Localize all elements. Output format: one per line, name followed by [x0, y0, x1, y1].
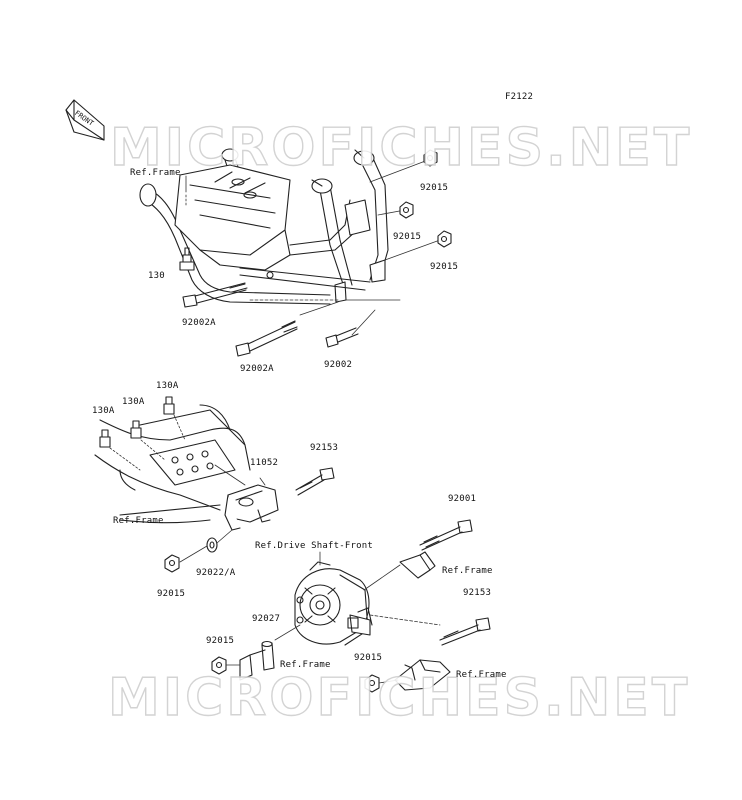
label-92001: 92001 — [448, 494, 477, 504]
upper-leader-lines — [185, 159, 441, 336]
bolt-130A-b — [130, 420, 142, 439]
nut-92015-upper-b — [399, 201, 414, 219]
label-130: 130 — [148, 271, 165, 281]
label-92153-b: 92153 — [463, 588, 492, 598]
label-92015-c: 92015 — [430, 262, 459, 272]
label-ref-frame-5: Ref.Frame — [456, 670, 507, 680]
nut-92015-lower-right — [364, 674, 380, 693]
bracket-ref-frame-right — [399, 551, 436, 579]
label-92027: 92027 — [252, 614, 281, 624]
washer-92022A — [206, 537, 218, 553]
bolt-92002 — [325, 327, 359, 348]
nut-92015-lower-left — [211, 656, 227, 675]
nut-92015-upper-c — [437, 230, 452, 248]
label-92002: 92002 — [324, 360, 353, 370]
bracket-11052 — [224, 484, 279, 531]
mid-left-leaders — [179, 529, 233, 563]
label-130A-b: 130A — [122, 397, 145, 407]
spacer-92027 — [261, 640, 275, 671]
watermark-bottom: MICROFICHES.NET — [107, 667, 691, 728]
diagram-code: F2122 — [505, 92, 534, 102]
bracket-lower-right — [394, 659, 451, 691]
bolt-92002A-lower — [235, 320, 298, 357]
front-arrow-icon — [65, 99, 105, 141]
nut-92015-mid-left — [164, 554, 180, 573]
bolt-92153-lower — [439, 617, 491, 646]
label-ref-drive-shaft: Ref.Drive Shaft-Front — [255, 541, 373, 551]
label-ref-frame-4: Ref.Frame — [280, 660, 331, 670]
label-92015-b: 92015 — [393, 232, 422, 242]
label-130A-c: 130A — [156, 381, 179, 391]
label-ref-frame-2: Ref.Frame — [113, 516, 164, 526]
upper-frame-assembly — [139, 148, 389, 305]
bracket-lower-left — [239, 649, 266, 681]
label-92015-d: 92015 — [157, 589, 186, 599]
bolt-92153-upper — [295, 467, 335, 496]
lower-right-leader — [378, 679, 399, 684]
label-130A-a: 130A — [92, 406, 115, 416]
label-ref-frame-1: Ref.Frame — [130, 168, 181, 178]
bolt-130 — [179, 247, 195, 271]
label-92153-a: 92153 — [310, 443, 339, 453]
mid-leader-lines — [109, 414, 266, 486]
label-92002A-b: 92002A — [240, 364, 274, 374]
label-92015-a: 92015 — [420, 183, 449, 193]
middle-frame-section — [94, 404, 251, 524]
bolt-92002A-upper — [182, 282, 248, 308]
label-11052: 11052 — [250, 458, 279, 468]
label-ref-frame-3: Ref.Frame — [442, 566, 493, 576]
bolt-130A-a — [99, 429, 111, 448]
label-92015-e: 92015 — [206, 636, 235, 646]
bolt-130A-c — [163, 396, 175, 415]
gearcase-leader-lines — [274, 551, 441, 641]
label-92022A: 92022/A — [196, 568, 236, 578]
nut-92015-upper-a — [423, 149, 438, 167]
watermark-top: MICROFICHES.NET — [109, 117, 693, 178]
label-92002A-a: 92002A — [182, 318, 216, 328]
bolt-92001 — [419, 519, 473, 551]
drive-shaft-front-gearcase — [294, 561, 373, 646]
label-92015-f: 92015 — [354, 653, 383, 663]
